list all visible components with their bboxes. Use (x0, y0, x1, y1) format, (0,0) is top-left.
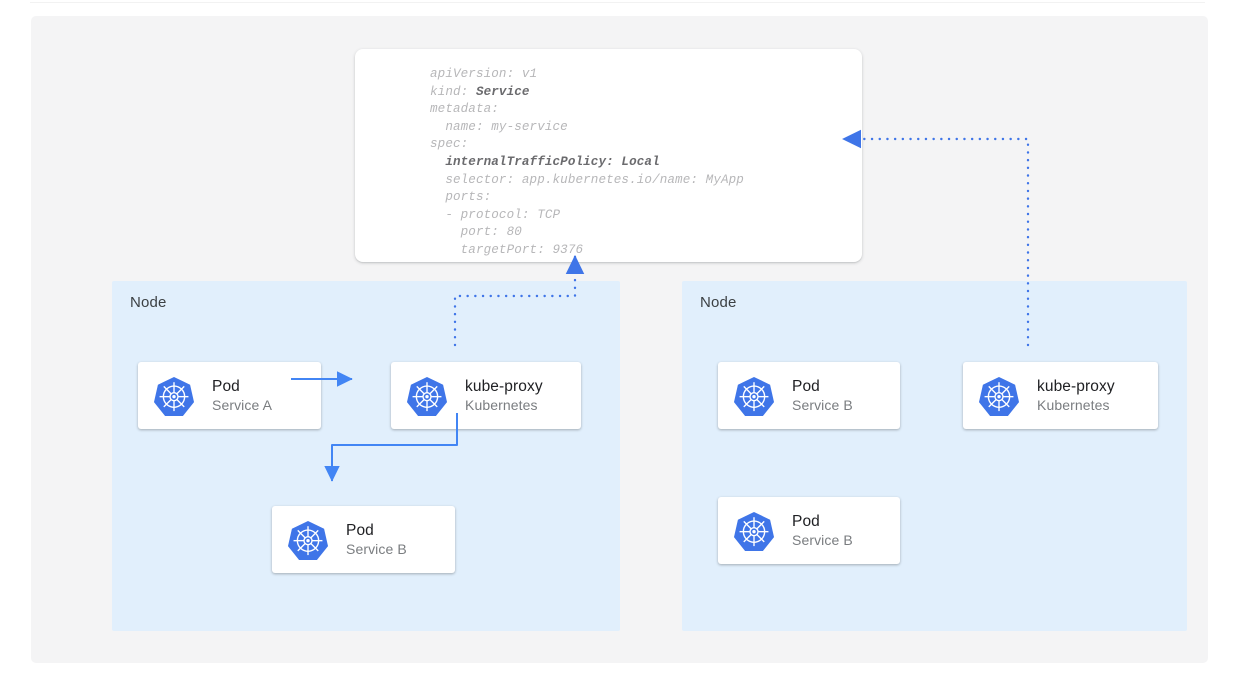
node-right-label: Node (700, 294, 737, 311)
card-title: kube-proxy (1037, 377, 1115, 395)
card-text: Pod Service B (792, 512, 853, 550)
kubernetes-icon (287, 520, 329, 560)
yaml-line-port: port: 80 (430, 225, 522, 240)
card-text: Pod Service B (792, 377, 853, 415)
node-left: Node (112, 281, 620, 631)
yaml-line-protocol: - protocol: TCP (430, 207, 561, 222)
card-kube-proxy-right[interactable]: kube-proxy Kubernetes (963, 362, 1158, 429)
card-text: kube-proxy Kubernetes (1037, 377, 1115, 415)
card-subtitle: Service B (792, 396, 853, 413)
top-divider (30, 2, 1205, 3)
card-subtitle: Service B (792, 531, 853, 548)
card-pod-service-a[interactable]: Pod Service A (138, 362, 321, 429)
card-text: kube-proxy Kubernetes (465, 377, 543, 415)
kubernetes-icon (733, 511, 775, 551)
card-kube-proxy-left[interactable]: kube-proxy Kubernetes (391, 362, 581, 429)
yaml-line-name: name: my-service (430, 119, 568, 134)
card-title: Pod (212, 377, 240, 395)
yaml-line-selector: selector: app.kubernetes.io/name: MyApp (430, 172, 744, 187)
card-subtitle: Service B (346, 540, 407, 557)
card-title: Pod (792, 512, 820, 530)
yaml-line-kind: kind: Service (430, 84, 530, 99)
yaml-line-targetport: targetPort: 9376 (430, 242, 584, 257)
kubernetes-icon (733, 376, 775, 416)
kubernetes-icon (153, 376, 195, 416)
kubernetes-icon (978, 376, 1020, 416)
card-text: Pod Service A (212, 377, 272, 415)
yaml-line-apiversion: apiVersion: v1 (430, 67, 538, 81)
yaml-line-metadata: metadata: (430, 102, 499, 117)
card-subtitle: Service A (212, 396, 273, 413)
card-subtitle: Kubernetes (1037, 396, 1110, 413)
card-subtitle: Kubernetes (465, 396, 538, 413)
node-right: Node (682, 281, 1187, 631)
yaml-line-spec: spec: (430, 137, 469, 152)
card-title: Pod (792, 377, 820, 395)
node-left-label: Node (130, 294, 167, 311)
card-pod-service-b-right-top[interactable]: Pod Service B (718, 362, 900, 429)
yaml-line-ports: ports: (430, 190, 492, 205)
card-title: Pod (346, 521, 374, 539)
diagram-canvas: apiVersion: v1 kind: Service metadata: n… (31, 16, 1208, 663)
card-title: kube-proxy (465, 377, 543, 395)
yaml-line-internaltrafficpolicy: internalTrafficPolicy: Local (430, 154, 660, 169)
card-pod-service-b-left[interactable]: Pod Service B (272, 506, 455, 573)
card-text: Pod Service B (346, 521, 407, 559)
service-yaml-card: apiVersion: v1 kind: Service metadata: n… (355, 49, 862, 262)
kubernetes-icon (406, 376, 448, 416)
card-pod-service-b-right-bottom[interactable]: Pod Service B (718, 497, 900, 564)
service-yaml-code: apiVersion: v1 kind: Service metadata: n… (430, 66, 744, 260)
